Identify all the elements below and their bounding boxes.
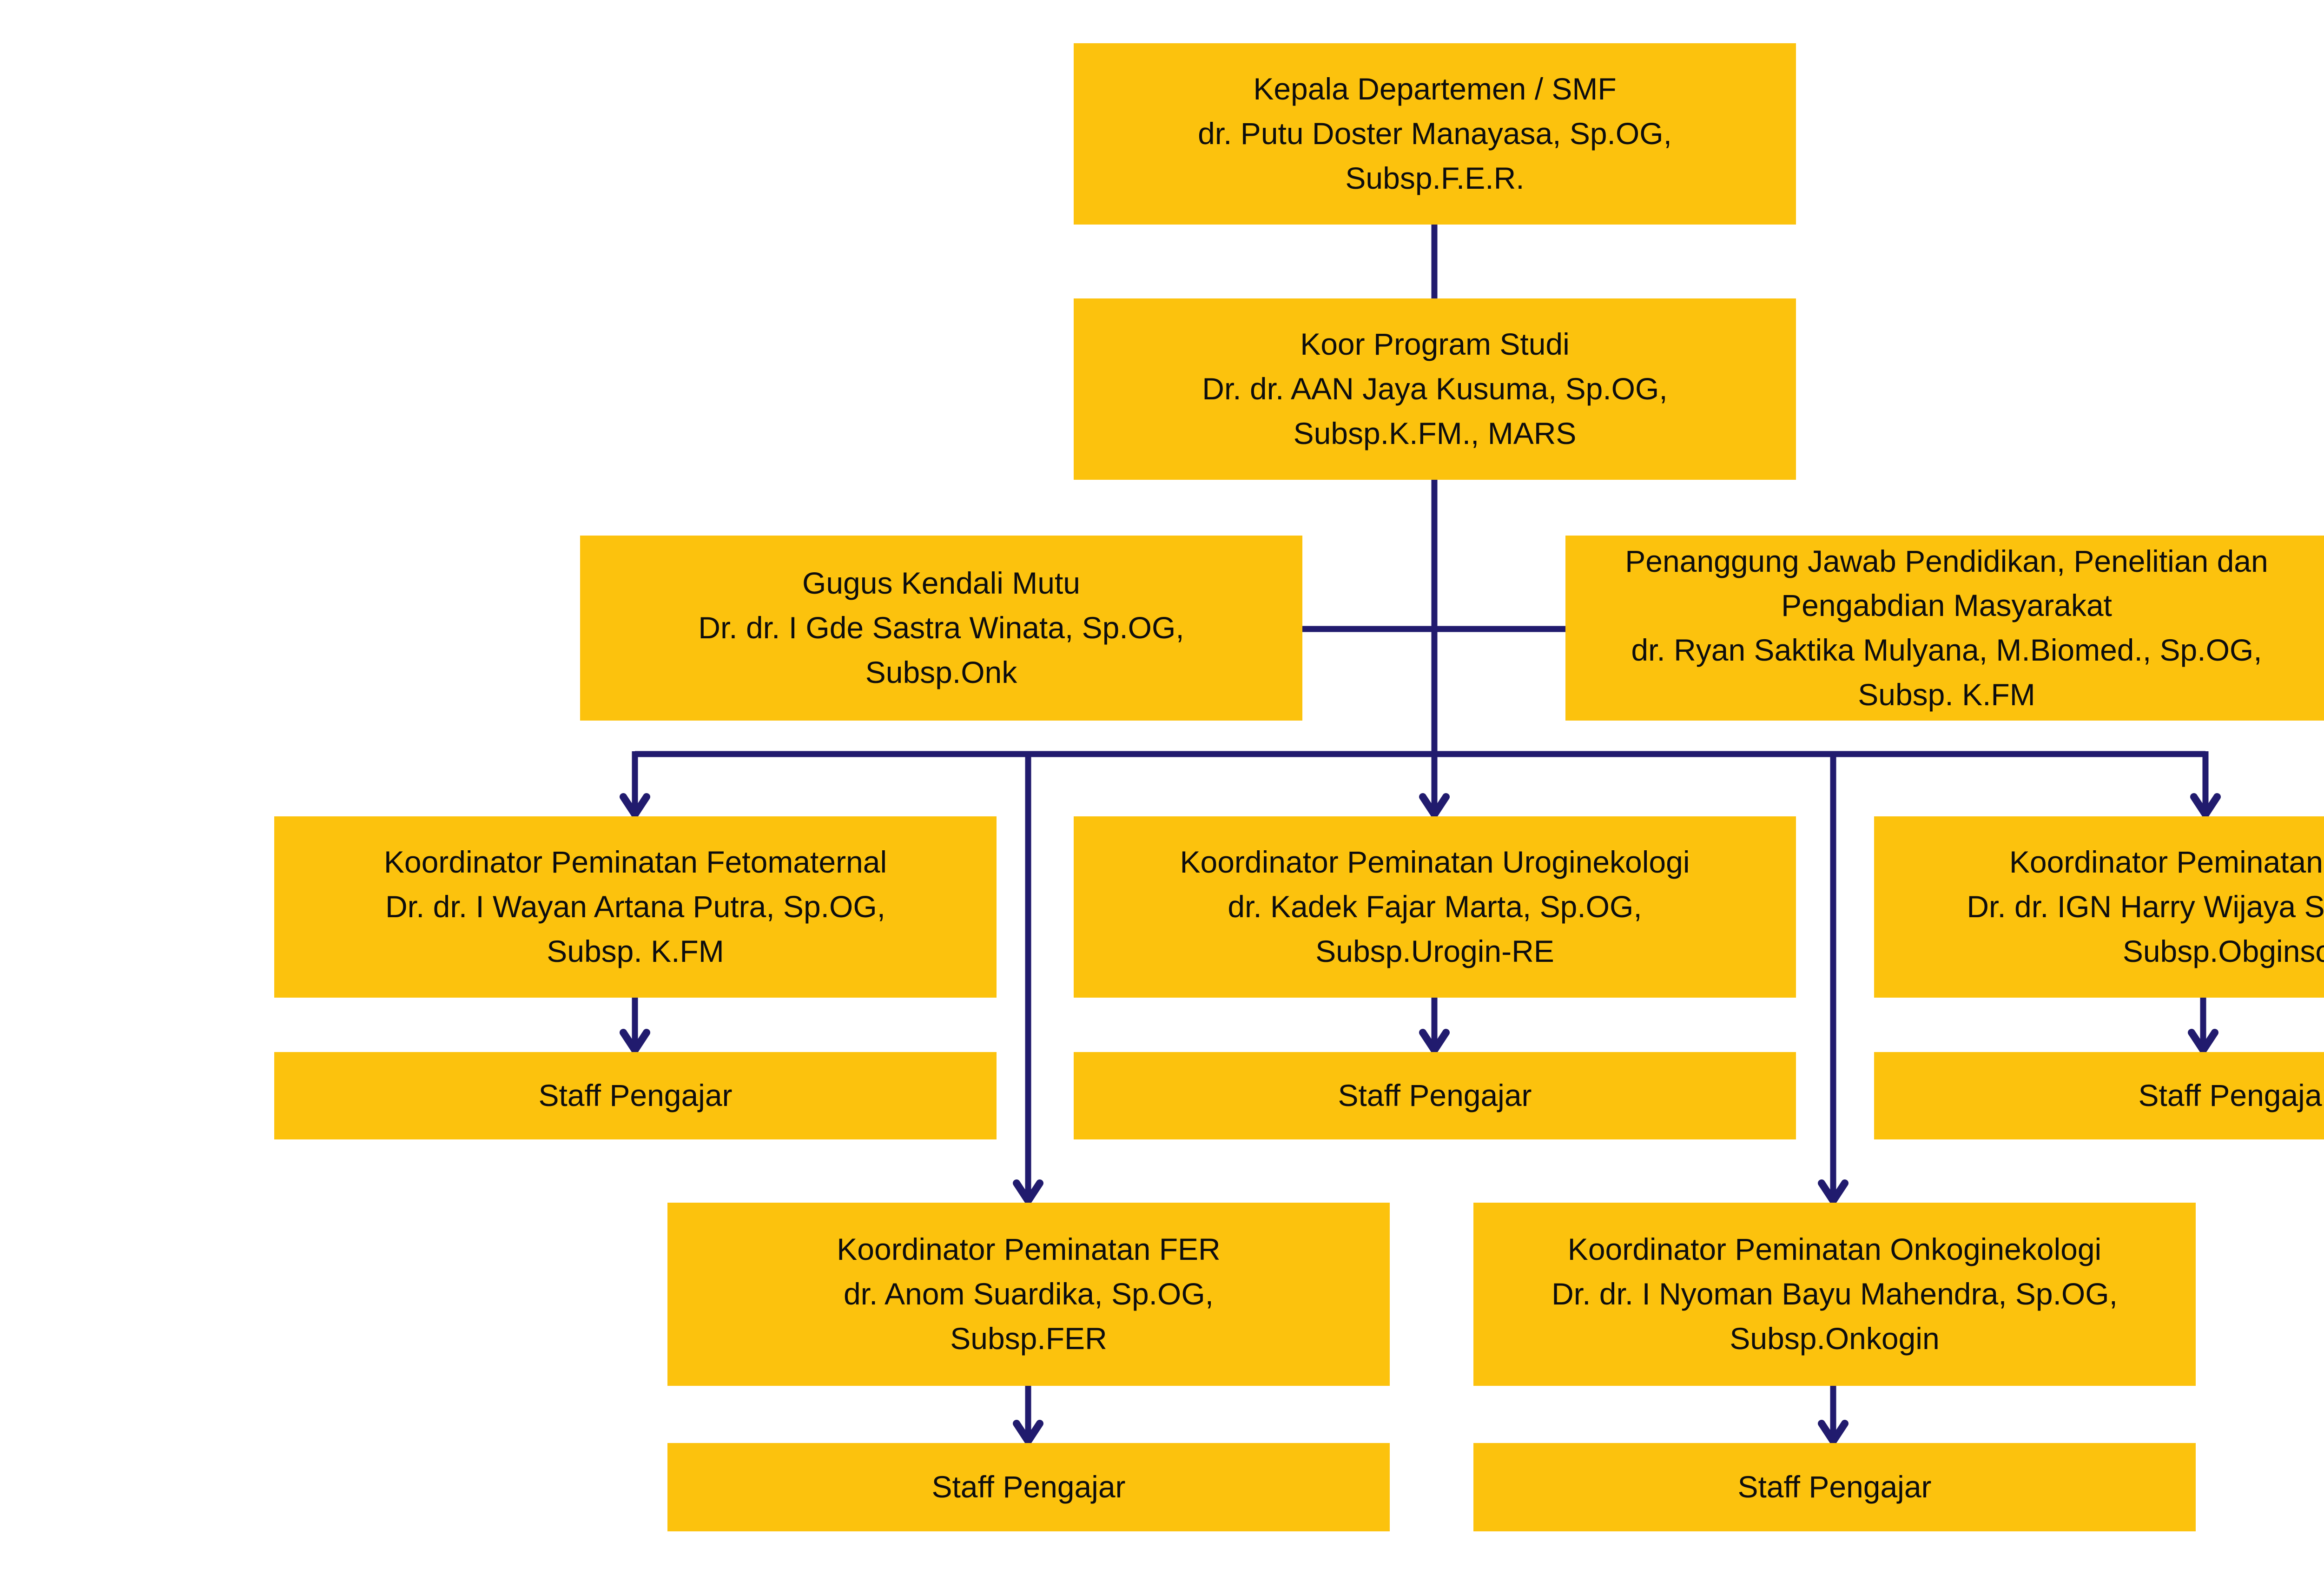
- node-staff-pengajar-fetomaternal: Staff Pengajar: [274, 1052, 997, 1139]
- arrowhead-staff-obginsos-icon: [2188, 1029, 2218, 1054]
- node-koordinator-obginsos: Koordinator Peminatan Obginsos Dr. dr. I…: [1874, 816, 2324, 998]
- node-gugus-kendali-mutu: Gugus Kendali Mutu Dr. dr. I Gde Sastra …: [580, 536, 1302, 721]
- node-kepala-departemen: Kepala Departemen / SMF dr. Putu Doster …: [1074, 43, 1796, 225]
- node-koordinator-onkoginekologi: Koordinator Peminatan Onkoginekologi Dr.…: [1473, 1203, 2196, 1386]
- arrowhead-staff-fer-icon: [1013, 1420, 1043, 1445]
- arrowhead-fer-icon: [1013, 1179, 1043, 1205]
- arrowhead-fetomaternal-icon: [620, 793, 650, 818]
- arrowhead-staff-fetomaternal-icon: [620, 1029, 650, 1054]
- node-staff-pengajar-obginsos: Staff Pengajar: [1874, 1052, 2324, 1139]
- arrowhead-staff-onkoginekologi-icon: [1818, 1420, 1849, 1445]
- node-koordinator-fer: Koordinator Peminatan FER dr. Anom Suard…: [667, 1203, 1390, 1386]
- node-staff-pengajar-uroginekologi: Staff Pengajar: [1074, 1052, 1796, 1139]
- node-koordinator-uroginekologi: Koordinator Peminatan Uroginekologi dr. …: [1074, 816, 1796, 998]
- arrowhead-staff-uroginekologi-icon: [1419, 1029, 1450, 1054]
- arrowhead-onkoginekologi-icon: [1818, 1179, 1849, 1205]
- node-staff-pengajar-fer: Staff Pengajar: [667, 1443, 1390, 1531]
- node-staff-pengajar-onkoginekologi: Staff Pengajar: [1473, 1443, 2196, 1531]
- arrowhead-uroginekologi-icon: [1419, 793, 1450, 818]
- node-koor-program-studi: Koor Program Studi Dr. dr. AAN Jaya Kusu…: [1074, 298, 1796, 480]
- node-koordinator-fetomaternal: Koordinator Peminatan Fetomaternal Dr. d…: [274, 816, 997, 998]
- node-penanggung-jawab-pendidikan: Penanggung Jawab Pendidikan, Penelitian …: [1565, 536, 2324, 721]
- arrowhead-obginsos-icon: [2190, 793, 2221, 818]
